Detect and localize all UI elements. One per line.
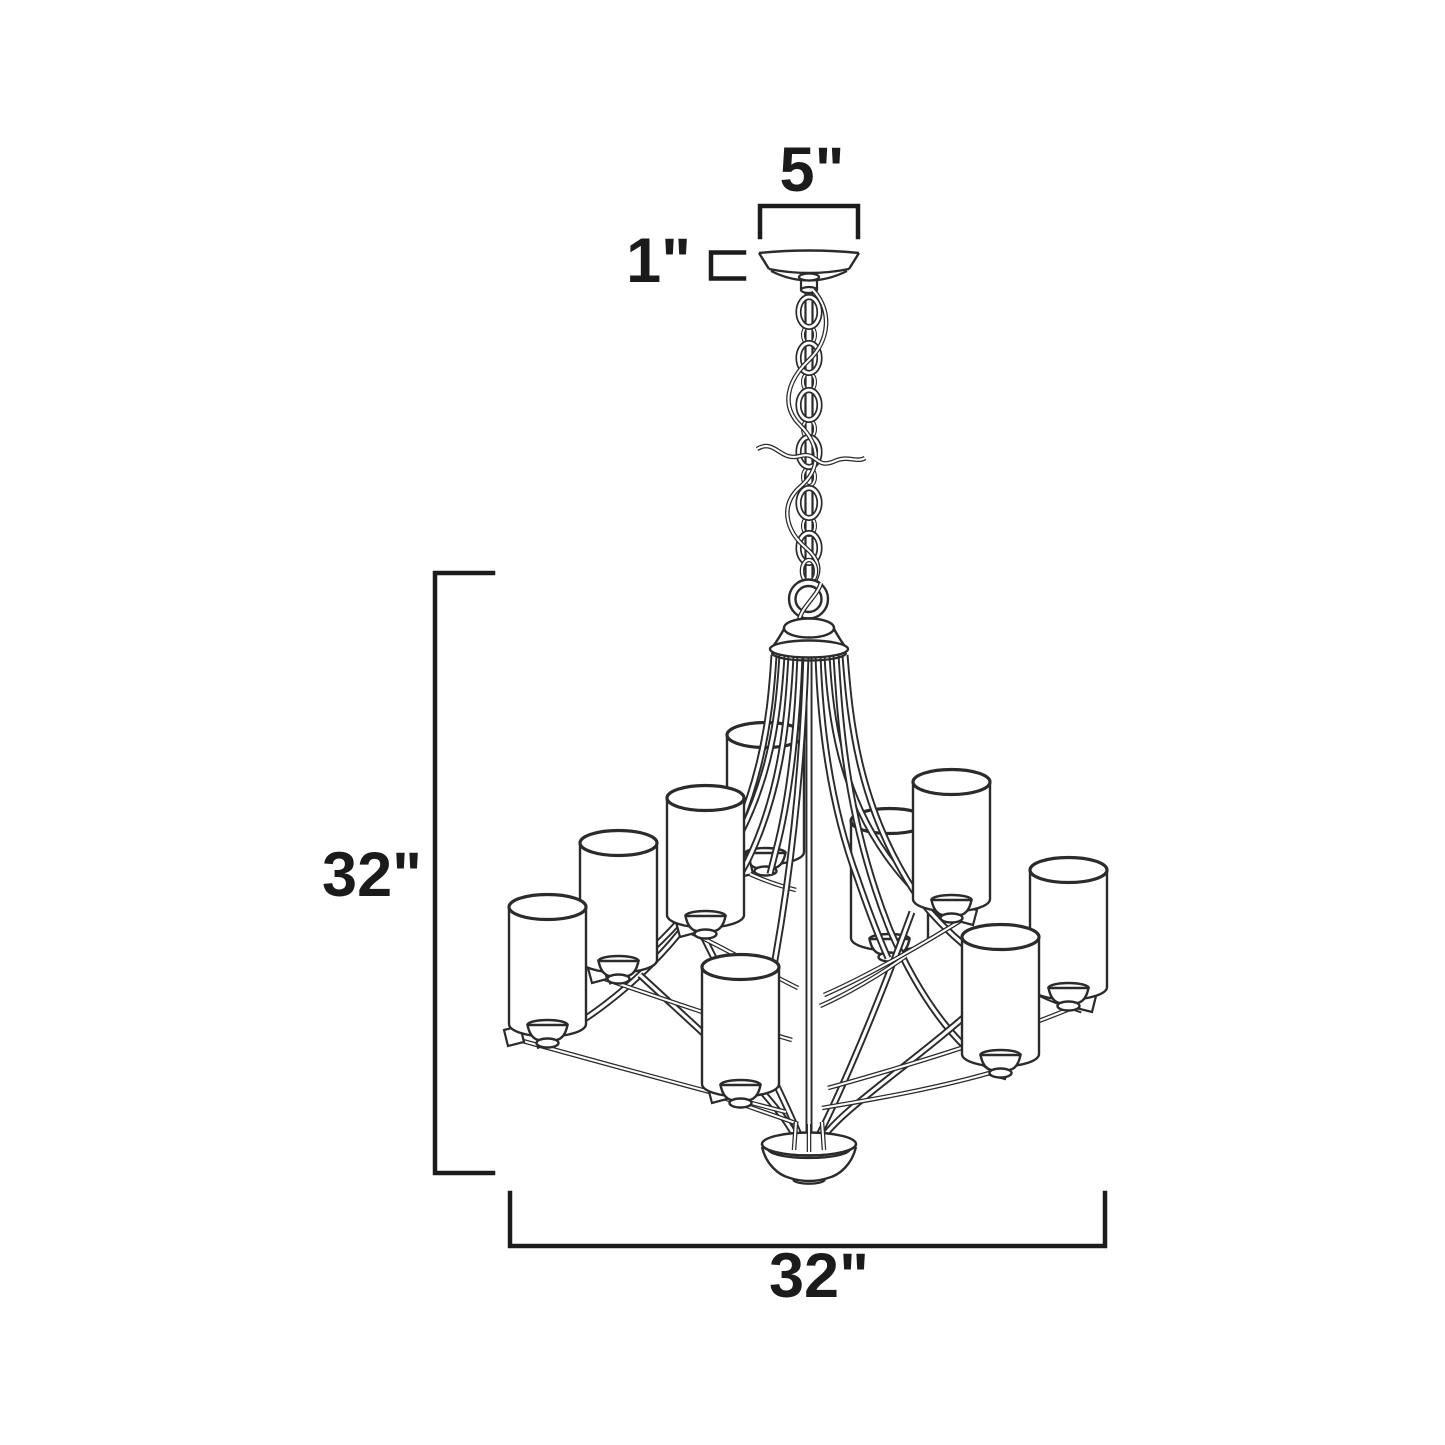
fixture-height-label: 32": [322, 840, 422, 910]
candle-cup: [979, 1048, 1022, 1079]
chain-links: [795, 293, 823, 567]
canopy-height-bracket: [708, 250, 747, 281]
fixture-width-bracket: [507, 1190, 1108, 1249]
glass-shade-upper-left-1: [578, 828, 659, 985]
arm-bar: [827, 999, 1087, 1091]
candle-cup: [684, 909, 727, 940]
glass-shade-upper-left-2: [665, 783, 746, 940]
candle-cup: [526, 1018, 569, 1049]
hanging-chain: [755, 288, 867, 587]
fixture-width-label: 32": [769, 1241, 869, 1311]
canopy-height-label: 1": [626, 226, 691, 296]
glass-shade-lower-center: [700, 952, 781, 1109]
fixture-height-bracket: [432, 570, 496, 1176]
arm-bar: [819, 954, 908, 1009]
ceiling-canopy: [757, 249, 861, 295]
glass-shade-far-right: [1028, 855, 1109, 1014]
canopy-width-label: 5": [780, 135, 845, 205]
top-cap: [768, 617, 850, 662]
candle-cup: [1047, 981, 1090, 1012]
candle-cup: [930, 893, 973, 924]
bottom-bowl: [760, 1121, 858, 1185]
glass-shade-lower-right: [960, 922, 1041, 1081]
canopy-width-bracket: [757, 203, 861, 240]
candle-cup: [597, 954, 640, 985]
glass-shade-upper-right-1: [911, 767, 992, 927]
candle-cup: [719, 1078, 762, 1109]
glass-shade-far-left: [502, 892, 588, 1049]
